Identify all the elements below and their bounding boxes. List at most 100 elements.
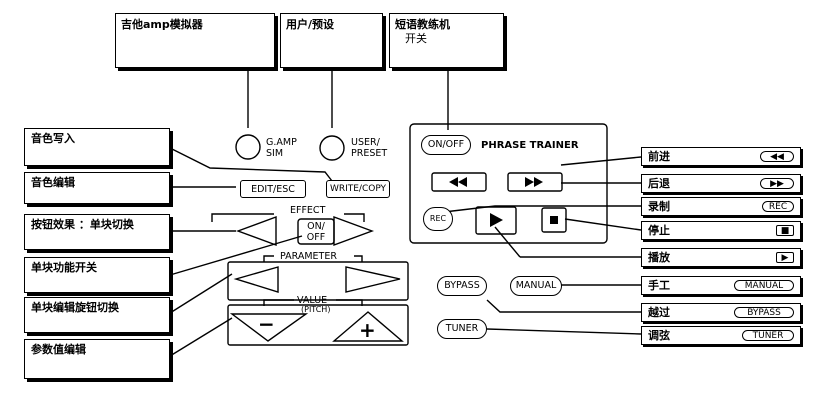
phrase-trainer-onoff-button[interactable]: ON/OFF (421, 135, 471, 155)
edit-esc-button[interactable]: EDIT/ESC (240, 180, 306, 198)
play-label: 播放 (648, 251, 670, 264)
manual-button[interactable]: MANUAL (510, 276, 562, 296)
param-left-arrow (233, 266, 279, 293)
rewind-label: 后退 (648, 177, 670, 190)
callout-manual: 手工 MANUAL (641, 276, 801, 295)
effect-onoff-button (297, 218, 335, 245)
sim-label: SIM (266, 148, 284, 159)
pitch-label: (PITCH) (301, 305, 331, 314)
stop-mini-icon: ■ (776, 225, 794, 236)
leader-onoff (169, 235, 303, 276)
parameter-label: PARAMETER (280, 251, 337, 262)
leader-tuner (486, 328, 642, 335)
stop-glyph (550, 216, 558, 224)
param-bracket-right (354, 255, 363, 262)
ff-glyph-2 (534, 177, 543, 187)
callout-rewind: 后退 ▶▶ (641, 174, 801, 193)
user-label: USER/ (351, 137, 380, 148)
effect-left-arrow (235, 215, 277, 247)
bypass-button[interactable]: BYPASS (437, 276, 487, 296)
callout-guitar-amp: 吉他amp模拟器 (115, 13, 275, 68)
write-copy-button[interactable]: WRITE/COPY (326, 180, 390, 198)
play-mini-icon: ▶ (776, 252, 794, 263)
value-panel (227, 304, 409, 346)
rewind-button (431, 172, 487, 192)
bypass-mini-icon: BYPASS (734, 307, 794, 318)
callout-write: 音色写入 (24, 128, 170, 166)
phrase-trainer-title: PHRASE TRAINER (481, 140, 579, 151)
effect-right-arrow (333, 215, 375, 247)
leader-stop (564, 218, 642, 231)
value-plus-button (332, 311, 404, 342)
forward-label: 前进 (648, 150, 670, 163)
edit-label: 音色编辑 (31, 176, 75, 189)
manual-mini-icon: MANUAL (734, 280, 794, 291)
phrase-trainer-switch-label: 开关 (405, 32, 427, 45)
onoff-text: ON/ OFF (304, 221, 328, 243)
phrase-trainer-label: 短语教练机 (395, 18, 450, 31)
param-bracket-left (263, 255, 274, 262)
fast-forward-button (507, 172, 563, 192)
callout-stop: 停止 ■ (641, 221, 801, 240)
rew-glyph-2 (458, 177, 467, 187)
callout-value-edit: 参数值编辑 (24, 339, 170, 379)
effect-bracket-left (211, 213, 274, 222)
manual-label: 手工 (648, 279, 670, 292)
tuner-button[interactable]: TUNER (437, 319, 487, 339)
callout-bypass: 越过 BYPASS (641, 303, 801, 322)
knob-switch-label: 单块编辑旋钮切换 (31, 301, 119, 314)
record-label: 录制 (648, 200, 670, 213)
callout-user-preset: 用户/预设 (280, 13, 383, 68)
leader-rec (426, 205, 641, 215)
bypass-label: 越过 (648, 306, 670, 319)
callout-play: 播放 ▶ (641, 248, 801, 267)
callout-module-switch: 单块功能开关 (24, 257, 170, 293)
callout-knob-switch: 单块编辑旋钮切换 (24, 297, 170, 333)
guitar-amp-label: 吉他amp模拟器 (121, 18, 203, 31)
rew-glyph-1 (449, 177, 458, 187)
leader-write (169, 147, 333, 182)
tuner-label: 调弦 (648, 329, 670, 342)
callout-record: 录制 REC (641, 197, 801, 216)
rewind-mini-icon: ▶▶ (760, 178, 794, 189)
play-button (475, 206, 517, 235)
leader-param (169, 273, 233, 314)
effect-switch-label: 按钮效果 ：单块切换 (31, 218, 134, 231)
off-label: OFF (306, 232, 326, 243)
play-glyph (490, 213, 503, 227)
user-preset-text: USER/ PRESET (351, 137, 387, 159)
user-preset-button (319, 135, 345, 161)
rec-button[interactable]: REC (423, 207, 453, 231)
leader-fwd (560, 156, 642, 166)
plus-icon: + (359, 318, 376, 342)
callout-forward: 前进 ◀◀ (641, 147, 801, 166)
user-preset-label: 用户/预设 (286, 18, 335, 31)
parameter-panel (227, 261, 409, 301)
minus-icon: − (258, 312, 275, 336)
phrase-trainer-panel (409, 123, 608, 244)
effect-label: EFFECT (290, 205, 326, 216)
tuner-mini-icon: TUNER (742, 330, 794, 341)
gamp-sim-text: G.AMP SIM (266, 137, 297, 159)
param-right-arrow (345, 266, 401, 293)
value-bracket-left (263, 299, 294, 306)
forward-mini-icon: ◀◀ (760, 151, 794, 162)
gamp-sim-button (235, 134, 261, 160)
effect-bracket-right (344, 213, 365, 222)
stop-button (541, 207, 567, 233)
ff-glyph-1 (525, 177, 534, 187)
value-bracket-right (336, 299, 363, 306)
module-switch-label: 单块功能开关 (31, 261, 97, 274)
value-minus-button (229, 313, 309, 342)
callout-edit: 音色编辑 (24, 172, 170, 204)
preset-label: PRESET (351, 148, 388, 159)
stop-label: 停止 (648, 224, 670, 237)
leader-play1 (494, 226, 521, 258)
leader-bypass (486, 299, 641, 313)
callout-effect-switch: 按钮效果 ：单块切换 (24, 214, 170, 250)
write-label: 音色写入 (31, 132, 75, 145)
callout-phrase-trainer: 短语教练机 开关 (389, 13, 504, 68)
callout-tuner: 调弦 TUNER (641, 326, 801, 345)
record-mini-icon: REC (762, 201, 794, 212)
